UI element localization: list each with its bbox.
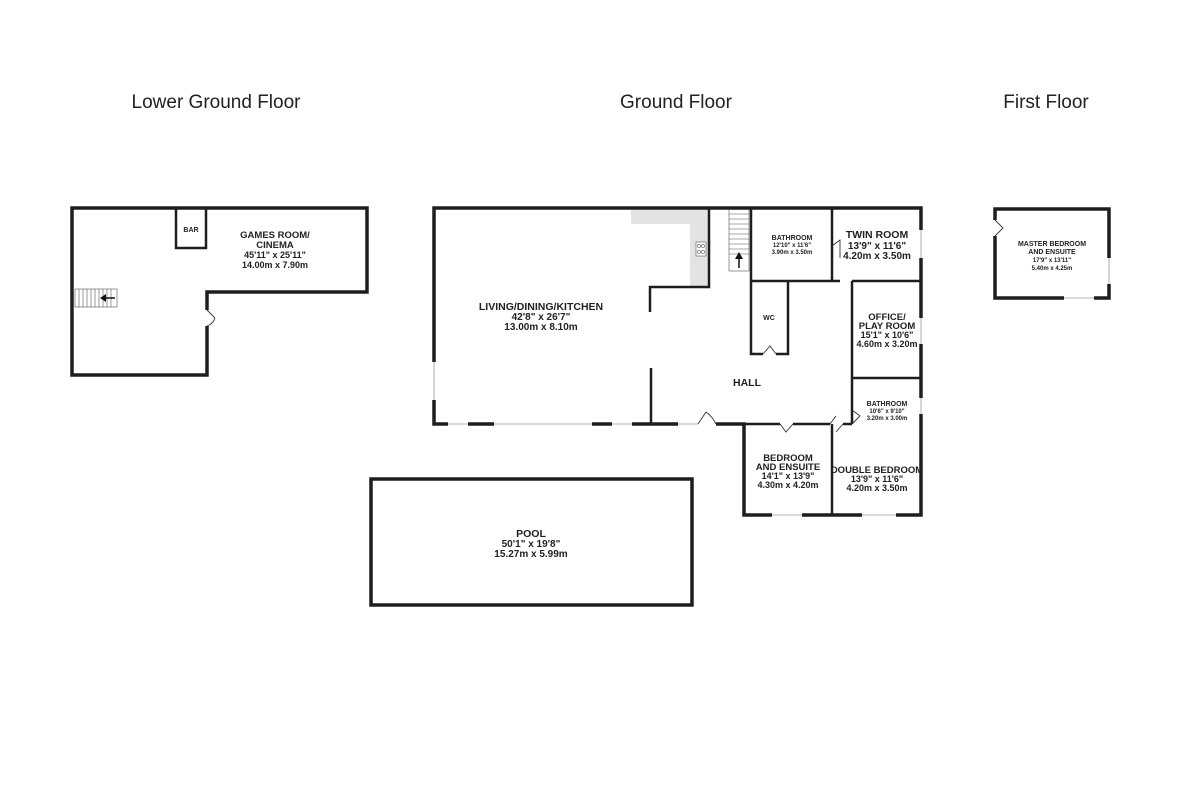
hall-label: HALL (733, 377, 762, 389)
games-room-walls (70, 206, 369, 377)
master-bedroom-name-2: AND ENSUITE (1028, 249, 1076, 256)
double-bedroom-imperial: 13'9" x 11'6" (851, 474, 903, 484)
hob-icon (695, 241, 707, 257)
pool-name: POOL (516, 528, 546, 540)
pool-plan: POOL 50'1" x 19'8" 15.27m x 5.99m (369, 477, 694, 607)
interior-walls (648, 208, 921, 515)
bar-walls (174, 206, 208, 250)
games-room-metric: 14.00m x 7.90m (242, 260, 308, 270)
office-name-2: PLAY ROOM (859, 321, 916, 332)
door-icon (993, 219, 1004, 237)
bedroom-name-2: AND ENSUITE (756, 462, 820, 473)
games-room-name-2: CINEMA (256, 240, 294, 251)
games-room-name-1: GAMES ROOM/ (240, 230, 310, 241)
kitchen-counter (631, 209, 708, 287)
staircase-icon (74, 288, 118, 308)
twin-room-imperial: 13'9" x 11'6" (848, 241, 906, 252)
bedroom-imperial: 14'1" x 13'9" (762, 471, 815, 481)
bathroom2-metric: 3.20m x 3.00m (867, 416, 908, 422)
wc-label: WC (763, 315, 775, 322)
master-bedroom-name-1: MASTER BEDROOM (1018, 241, 1086, 248)
living-room-imperial: 42'8" x 26'7" (512, 312, 571, 323)
master-bedroom-metric: 5.40m x 4.25m (1032, 266, 1073, 272)
ground-floor-plan: LIVING/DINING/KITCHEN 42'8" x 26'7" 13.0… (432, 206, 923, 517)
living-room-name: LIVING/DINING/KITCHEN (479, 301, 603, 313)
twin-room-name: TWIN ROOM (846, 229, 909, 241)
bathroom1-name: BATHROOM (772, 235, 813, 242)
twin-room-metric: 4.20m x 3.50m (843, 251, 911, 262)
living-room-metric: 13.00m x 8.10m (504, 322, 577, 333)
ground-floor-outer-walls (432, 206, 923, 517)
ground-floor-title: Ground Floor (620, 92, 733, 113)
double-bedroom-name: DOUBLE BEDROOM (831, 465, 923, 476)
office-name-1: OFFICE/ (868, 312, 906, 323)
master-bedroom-walls (993, 207, 1111, 300)
bedroom-metric: 4.30m x 4.20m (757, 480, 818, 490)
pool-outline (369, 477, 694, 607)
bathroom2-name: BATHROOM (867, 401, 908, 408)
games-room-imperial: 45'11" x 25'11" (244, 250, 306, 260)
office-metric: 4.60m x 3.20m (856, 339, 917, 349)
door-icon (697, 239, 861, 433)
bedroom-name-1: BEDROOM (763, 453, 813, 464)
lower-ground-floor-title: Lower Ground Floor (132, 92, 302, 113)
double-bedroom-metric: 4.20m x 3.50m (846, 483, 907, 493)
bar-label: BAR (183, 227, 198, 234)
bathroom1-imperial: 12'10" x 11'6" (773, 243, 811, 249)
pool-metric: 15.27m x 5.99m (494, 549, 567, 560)
office-imperial: 15'1" x 10'6" (861, 330, 914, 340)
bathroom2-imperial: 10'6" x 9'10" (869, 409, 904, 415)
pool-imperial: 50'1" x 19'8" (502, 539, 561, 550)
bathroom1-metric: 3.90m x 3.50m (772, 250, 813, 256)
first-floor-plan: MASTER BEDROOM AND ENSUITE 17'9" x 13'11… (993, 207, 1111, 300)
first-floor-title: First Floor (1003, 92, 1089, 113)
door-icon (205, 309, 216, 327)
lower-ground-floor-plan: BAR GAMES ROOM/ CINEMA 45'11" x 25'11" 1… (70, 206, 369, 377)
master-bedroom-imperial: 17'9" x 13'11" (1033, 258, 1071, 264)
ground-staircase-icon (728, 208, 750, 272)
